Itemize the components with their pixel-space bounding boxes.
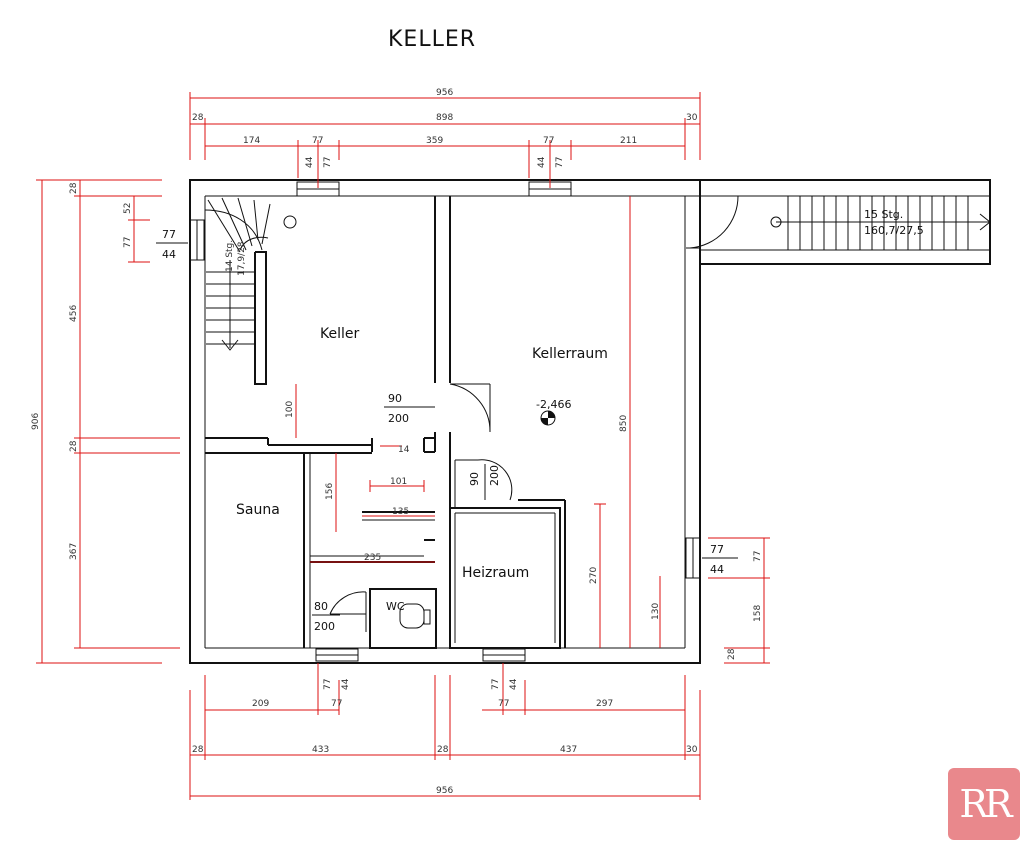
dim-bot-total: 956 (436, 786, 453, 796)
dim-inner-270: 270 (589, 567, 599, 584)
dim-bot-44a: 44 (341, 678, 351, 690)
level-marker: -2,466 (536, 398, 571, 426)
dim-top-77c: 77 (323, 157, 333, 168)
walls (189, 179, 701, 664)
dim-bot-77a: 77 (323, 679, 333, 690)
dim-top-174: 174 (243, 136, 260, 146)
dim-inner-130: 130 (651, 603, 661, 620)
dim-bot-433: 433 (312, 745, 329, 755)
dim-inner-156: 156 (325, 483, 335, 500)
doors (329, 383, 513, 632)
dim-right-28: 28 (727, 648, 737, 660)
door-keller-height: 200 (388, 412, 409, 425)
dim-top-77b: 77 (543, 136, 554, 146)
dim-top-30: 30 (686, 113, 698, 123)
dim-top-77a: 77 (312, 136, 323, 146)
dim-bot-77c: 77 (331, 699, 342, 709)
dim-left-77: 77 (123, 237, 133, 248)
dim-left-28b: 28 (69, 440, 79, 452)
dim-top-898: 898 (436, 113, 453, 123)
dim-bot-77b: 77 (491, 679, 501, 690)
dim-left-28a: 28 (69, 182, 79, 194)
windows (189, 181, 701, 662)
dim-top-211: 211 (620, 136, 637, 146)
room-wc: WC (386, 600, 405, 613)
dim-top-total: 956 (436, 88, 453, 98)
inner-stair-ratio: 17,9/28 (237, 241, 247, 276)
door-heiz-width: 90 (468, 472, 481, 486)
dim-top-44a: 44 (305, 156, 315, 168)
door-heiz-height: 200 (488, 465, 501, 486)
dim-left-456: 456 (69, 305, 79, 322)
room-heizraum: Heizraum (462, 565, 529, 581)
level-value: -2,466 (536, 398, 571, 411)
outer-stair-steps: 15 Stg. (864, 208, 903, 221)
plan-title: KELLER (388, 27, 476, 52)
dim-top-359: 359 (426, 136, 443, 146)
dim-bot-28a: 28 (192, 745, 204, 755)
door-wc-width: 80 (314, 600, 328, 613)
dim-top-44b: 44 (537, 156, 547, 168)
dim-inner-850: 850 (619, 415, 629, 432)
door-keller-width: 90 (388, 392, 402, 405)
window-left-height: 44 (162, 248, 176, 261)
inner-staircase: 14 Stg. 17,9/28 (204, 197, 297, 351)
dim-left-367: 367 (69, 543, 79, 560)
dim-right-158: 158 (753, 605, 763, 622)
outer-staircase: 15 Stg. 160,7/27,5 (685, 179, 991, 265)
dim-bot-209: 209 (252, 699, 269, 709)
dim-inner-100: 100 (285, 401, 295, 418)
dim-inner-235: 235 (364, 553, 381, 563)
window-right-height: 44 (710, 563, 724, 576)
window-right-width: 77 (710, 543, 724, 556)
window-left-width: 77 (162, 228, 176, 241)
dim-top-28: 28 (192, 113, 204, 123)
dimension-lines (36, 92, 770, 800)
room-kellerraum: Kellerraum (532, 346, 608, 362)
wc-fixtures (399, 603, 431, 629)
dimension-texts: 956 28 898 30 174 77 359 77 211 44 77 44… (31, 88, 763, 796)
dim-bot-77d: 77 (498, 699, 509, 709)
dim-top-77d: 77 (555, 157, 565, 168)
dim-inner-14: 14 (398, 445, 410, 455)
dim-bot-44b: 44 (509, 678, 519, 690)
dim-bot-297: 297 (596, 699, 613, 709)
dim-left-906: 906 (31, 413, 41, 430)
dim-left-52: 52 (123, 203, 133, 214)
dim-bot-28b: 28 (437, 745, 449, 755)
dim-right-77: 77 (753, 551, 763, 562)
brand-logo: RR (948, 768, 1020, 840)
room-sauna: Sauna (236, 502, 280, 518)
dim-bot-437: 437 (560, 745, 577, 755)
dim-bot-30: 30 (686, 745, 698, 755)
door-wc-height: 200 (314, 620, 335, 633)
room-keller: Keller (320, 326, 359, 342)
outer-stair-ratio: 160,7/27,5 (864, 224, 924, 237)
dim-inner-101: 101 (390, 477, 407, 487)
dim-inner-135: 135 (392, 507, 409, 517)
inner-stair-steps: 14 Stg. (225, 240, 235, 272)
